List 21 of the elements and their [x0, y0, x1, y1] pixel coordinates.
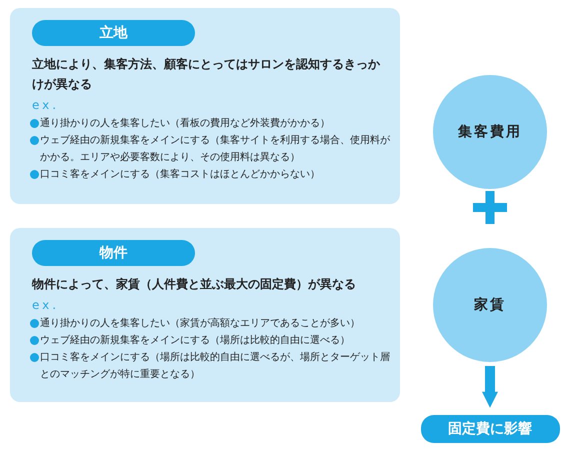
example-label: ex.	[32, 297, 60, 313]
heading-pill	[32, 240, 195, 266]
heading-text: 立地	[100, 24, 128, 42]
list-item: 口コミ客をメインにする（場所は比較的自由に選べるが、場所とターゲット層とのマッチングが特に重要となる）	[40, 350, 391, 382]
heading-pill	[32, 20, 195, 46]
heading-pill	[420, 415, 560, 443]
description-text: 物件によって、家賃（人件費と並ぶ最大の固定費）が異なる	[32, 276, 357, 293]
list-item: 通り掛かりの人を集客したい（家賃が高額なエリアであることが多い）	[40, 316, 361, 331]
heading-text: 物件	[100, 244, 128, 262]
info-panel	[10, 8, 400, 204]
list-item: ウェブ経由の新規集客をメインにする（場所は比較的自由に選べる）	[40, 334, 351, 348]
info-panel	[10, 228, 400, 402]
circle-label: 集客費用	[458, 123, 522, 141]
circle-label: 家賃	[474, 296, 506, 314]
list-item: 口コミ客をメインにする（集客コストはほとんどかからない）	[40, 168, 321, 182]
arrow	[482, 366, 498, 408]
heading-text: 固定費に影響	[448, 420, 532, 438]
list-item: ウェブ経由の新規集客をメインにする（集客サイトを利用する場合、使用料がかかる。エリアや必要客数により、その使用料は異なる）	[40, 134, 391, 165]
description-text: 立地により、集客方法、顧客にとってはサロンを認知するきっかけが異なる	[32, 56, 381, 93]
example-label: ex.	[32, 97, 60, 113]
list-item: 通り掛かりの人を集客したい（看板の費用など外装費がかかる）	[40, 116, 331, 131]
